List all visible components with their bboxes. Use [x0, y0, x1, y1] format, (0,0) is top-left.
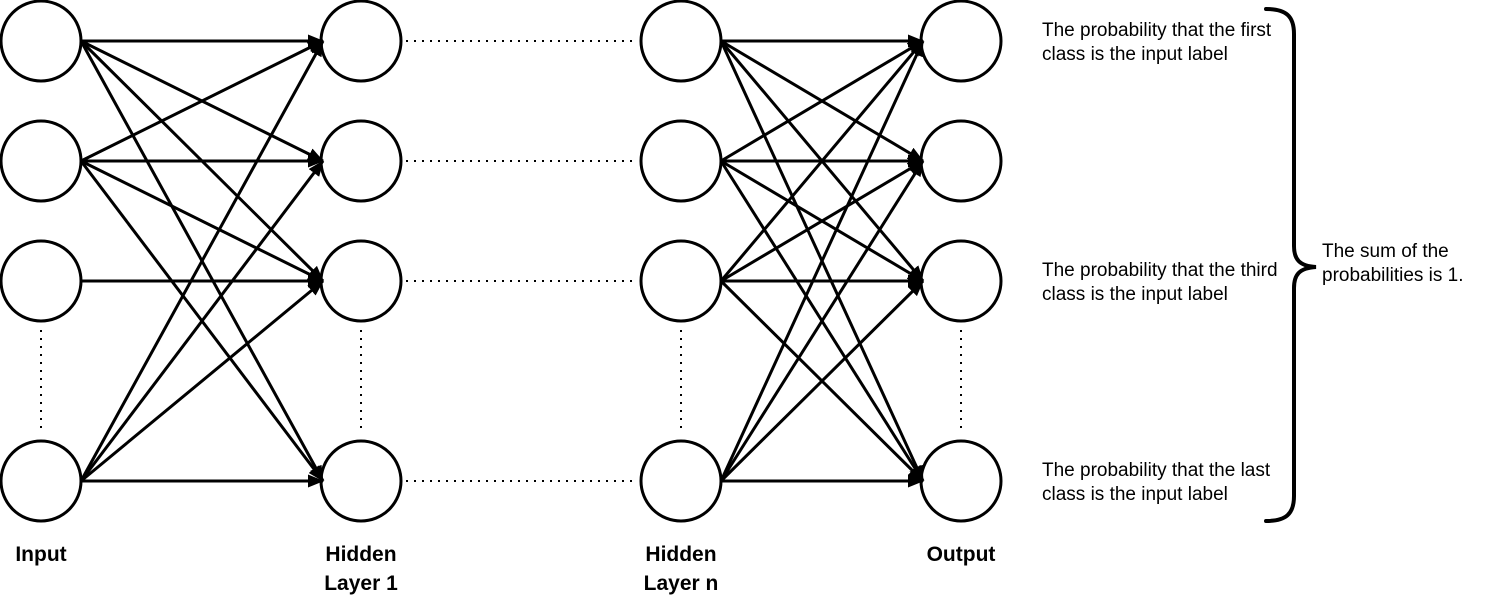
layer-label-hidden-layer-n: Hidden Layer n	[643, 543, 719, 595]
layer-label-input: Input	[15, 543, 67, 566]
annotation-last-class: The probability that the last class is t…	[1042, 460, 1271, 505]
edge-hidden-layer-n-3-to-output-1	[719, 40, 925, 282]
ellipsis-group	[40, 40, 962, 482]
edge-input-4-to-hidden-layer-1-2	[79, 160, 325, 482]
node-hidden-layer-1-4	[319, 439, 403, 523]
edge-input-2-to-hidden-layer-1-3	[80, 159, 324, 283]
node-output-4	[919, 439, 1003, 523]
annotation-first-class: The probability that the first class is …	[1042, 20, 1272, 65]
node-output-1	[919, 0, 1003, 83]
node-output-2	[919, 119, 1003, 203]
edge-hidden-layer-n-2-to-output-1	[720, 39, 924, 163]
nodes-group	[0, 0, 1003, 523]
edge-hidden-layer-n-4-to-output-2	[719, 160, 925, 482]
node-hidden-layer-n-1	[639, 0, 723, 83]
node-input-4	[0, 439, 83, 523]
edge-input-2-to-hidden-layer-1-1	[80, 39, 324, 163]
annotation-sum-of-probabilities: The sum of the probabilities is 1.	[1322, 241, 1464, 286]
layer-label-hidden-layer-1: Hidden Layer 1	[324, 543, 398, 595]
annotation-third-class: The probability that the third class is …	[1042, 260, 1278, 305]
node-input-3	[0, 239, 83, 323]
node-input-2	[0, 119, 83, 203]
node-hidden-layer-n-4	[639, 439, 723, 523]
node-hidden-layer-n-2	[639, 119, 723, 203]
node-hidden-layer-1-1	[319, 0, 403, 83]
node-input-1	[0, 0, 83, 83]
edge-input-4-to-hidden-layer-1-1	[79, 40, 325, 482]
edge-hidden-layer-n-4-to-output-3	[719, 279, 925, 483]
sum-brace	[1264, 7, 1317, 523]
node-hidden-layer-1-2	[319, 119, 403, 203]
node-output-3	[919, 239, 1003, 323]
edge-hidden-layer-n-4-to-output-1	[719, 40, 925, 482]
edge-input-4-to-hidden-layer-1-3	[80, 279, 324, 483]
node-hidden-layer-n-3	[639, 239, 723, 323]
layer-label-output: Output	[926, 543, 996, 566]
node-hidden-layer-1-3	[319, 239, 403, 323]
edges-group	[79, 34, 925, 488]
edge-hidden-layer-n-3-to-output-2	[720, 159, 924, 283]
